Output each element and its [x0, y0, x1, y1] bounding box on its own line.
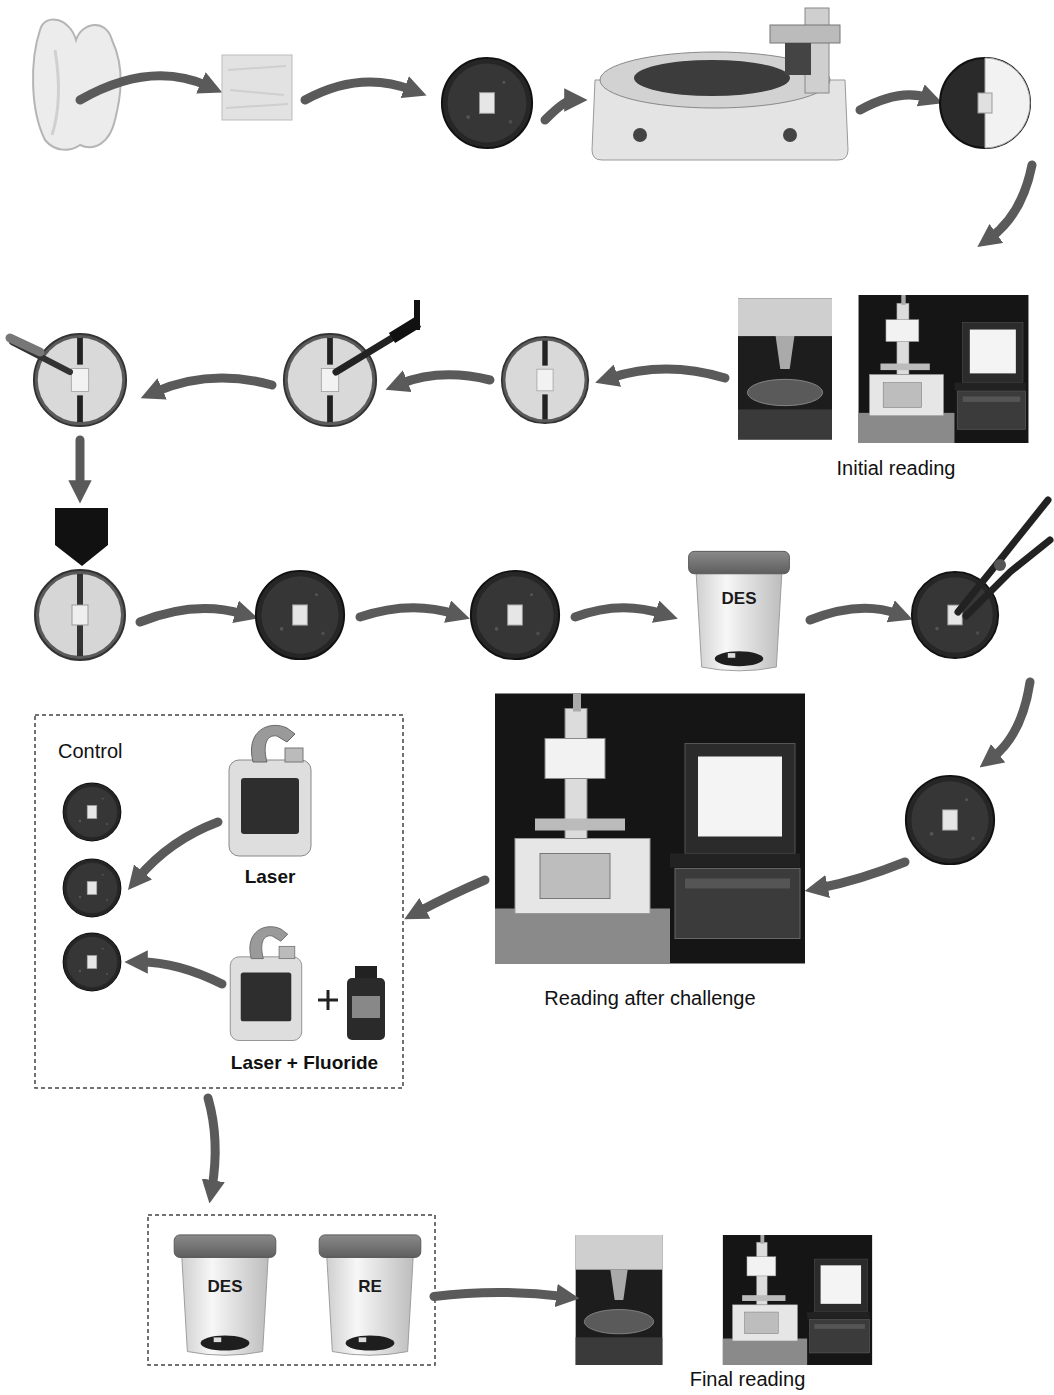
- node-caption: Laser + Fluoride: [231, 1052, 378, 1074]
- polished-specimen: [978, 93, 992, 113]
- plus-sign: [318, 990, 338, 1010]
- polishing-machine: [785, 43, 811, 75]
- fluoride-bottle: [352, 996, 380, 1018]
- reading-station: Final reading: [570, 1235, 925, 1391]
- node-caption: RE: [358, 1277, 382, 1297]
- plus-sign: [318, 990, 338, 1010]
- flow-arrow: [140, 609, 243, 622]
- node-caption: DES: [208, 1277, 243, 1297]
- taped-specimen: [502, 337, 588, 423]
- cutting-blade: [55, 508, 108, 566]
- flow-arrow: [575, 608, 663, 617]
- solution-container: [174, 1235, 276, 1355]
- fluoride-bottle: [355, 966, 377, 978]
- flow-arrow: [990, 165, 1032, 238]
- cut-specimen: [35, 570, 125, 660]
- flow-arrow: [360, 608, 455, 617]
- flow-arrow: [400, 375, 490, 384]
- cut-specimen: [35, 570, 125, 660]
- flow-arrow: [434, 1293, 564, 1297]
- laser-specimen: [63, 859, 121, 917]
- probe: [10, 338, 70, 372]
- cut-specimen: [72, 605, 88, 625]
- flow-arrow: [860, 95, 928, 110]
- polishing-machine: [770, 25, 840, 43]
- node-caption: Laser: [245, 866, 296, 888]
- solution-container: [319, 1235, 421, 1355]
- microhardness-station: [495, 694, 805, 964]
- microhardness-station: [859, 295, 1029, 443]
- pliers: [994, 559, 1006, 571]
- enamel-block: [222, 55, 292, 120]
- embedded-specimen: [442, 58, 532, 148]
- flow-arrow: [305, 82, 412, 100]
- reading-station: Reading after challenge: [495, 692, 805, 1010]
- flow-arrow: [138, 822, 218, 878]
- laser-device: Laser + Fluoride: [222, 922, 387, 1074]
- flow-arrow: [140, 962, 222, 984]
- embedded-specimen: [912, 572, 998, 658]
- flow-arrow: [545, 100, 572, 120]
- flow-arrow: [418, 880, 485, 912]
- syringe: [336, 338, 392, 372]
- treatment-group-frame: [35, 715, 403, 1088]
- microhardness-station: [723, 1235, 872, 1365]
- cut-specimen: [39, 574, 121, 656]
- embedded-specimen: [256, 571, 344, 659]
- node-caption: Final reading: [690, 1368, 806, 1391]
- flow-arrow: [208, 1098, 215, 1188]
- ph-cycling-frame: [148, 1215, 435, 1365]
- laser-device: [230, 927, 301, 1041]
- syringe: [414, 300, 420, 330]
- solution-container: DES: [165, 1233, 285, 1360]
- embedded-specimen: [471, 571, 559, 659]
- tooth: [52, 50, 58, 135]
- laser-device: Laser: [215, 718, 325, 888]
- pliers: [966, 540, 1050, 616]
- polishing-machine: [592, 8, 848, 160]
- polished-specimen: [940, 58, 1030, 148]
- probe: [10, 338, 40, 352]
- demineralized-specimen: [906, 776, 994, 864]
- reading-station: Initial reading: [738, 295, 1054, 480]
- flow-arrow: [820, 862, 905, 888]
- varnished-specimen: [34, 334, 126, 426]
- enamel-block: [226, 66, 288, 108]
- polishing-machine: [783, 128, 797, 142]
- pliers: [958, 500, 1050, 616]
- node-caption: Initial reading: [837, 457, 956, 480]
- enamel-block: [222, 55, 292, 120]
- laser-device: [229, 725, 311, 856]
- polishing-machine: [634, 60, 790, 96]
- flow-arrow: [155, 378, 272, 392]
- flow-arrow: [80, 76, 208, 100]
- flow-arrow: [992, 682, 1030, 758]
- polished-specimen: [940, 58, 1030, 148]
- varnished-specimen: [284, 334, 376, 426]
- solution-container: DES: [683, 545, 795, 680]
- syringe: [336, 300, 420, 372]
- solution-container: [689, 551, 790, 670]
- polishing-machine: [633, 128, 647, 142]
- laser-fluoride-specimen: [63, 933, 121, 991]
- flow-arrow: [810, 608, 898, 620]
- flow-arrow: [76, 440, 85, 488]
- fluoride-bottle: [347, 966, 385, 1040]
- node-caption: Reading after challenge: [544, 987, 755, 1010]
- node-caption: DES: [722, 589, 757, 609]
- flow-arrow: [610, 369, 725, 378]
- solution-container: RE: [310, 1233, 430, 1360]
- group-label: Control: [58, 740, 122, 763]
- indentation-closeup: [738, 299, 832, 440]
- indentation-closeup: [576, 1235, 663, 1365]
- control-specimen: [63, 783, 121, 841]
- fluoride-bottle: [347, 978, 385, 1040]
